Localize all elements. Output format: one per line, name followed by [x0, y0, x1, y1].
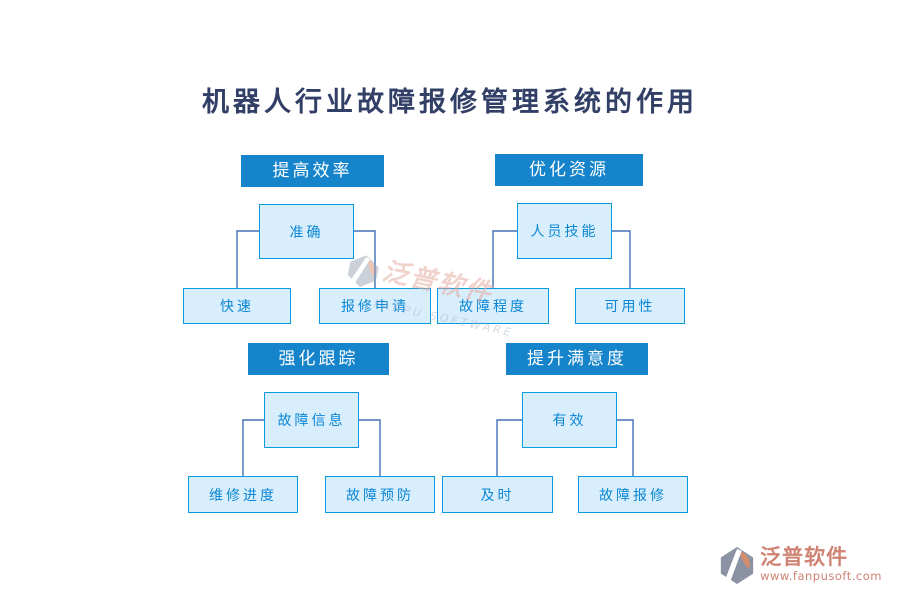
- node-personnel-skills: 人员技能: [517, 203, 612, 259]
- connector-line: [352, 230, 376, 288]
- node-repair-progress: 维修进度: [188, 476, 298, 513]
- node-timely: 及时: [442, 476, 553, 513]
- connector-line: [612, 230, 631, 288]
- node-fault-repair: 故障报修: [578, 476, 688, 513]
- brand-logo: 泛普软件 www.fanpusoft.com: [718, 545, 882, 590]
- group-header-satisfaction: 提升满意度: [506, 343, 648, 375]
- connector-line: [359, 419, 381, 476]
- brand-logo-icon: [718, 546, 756, 590]
- connector-line: [496, 419, 522, 476]
- node-availability: 可用性: [575, 288, 685, 324]
- node-fast: 快速: [183, 288, 291, 324]
- connector-line: [492, 230, 517, 288]
- node-fault-prevention: 故障预防: [325, 476, 435, 513]
- brand-name: 泛普软件: [760, 545, 849, 569]
- group-header-resources: 优化资源: [495, 154, 643, 186]
- node-accurate: 准确: [259, 204, 354, 259]
- connector-line: [242, 419, 264, 476]
- connector-line: [236, 230, 259, 288]
- node-fault-degree: 故障程度: [437, 288, 549, 324]
- page-title: 机器人行业故障报修管理系统的作用: [202, 87, 698, 118]
- node-fault-info: 故障信息: [264, 392, 359, 448]
- brand-url: www.fanpusoft.com: [760, 569, 882, 584]
- group-header-tracking: 强化跟踪: [248, 343, 389, 375]
- node-effective: 有效: [522, 392, 617, 448]
- connector-line: [617, 419, 634, 476]
- node-repair-request: 报修申请: [319, 288, 431, 324]
- group-header-efficiency: 提高效率: [241, 155, 384, 187]
